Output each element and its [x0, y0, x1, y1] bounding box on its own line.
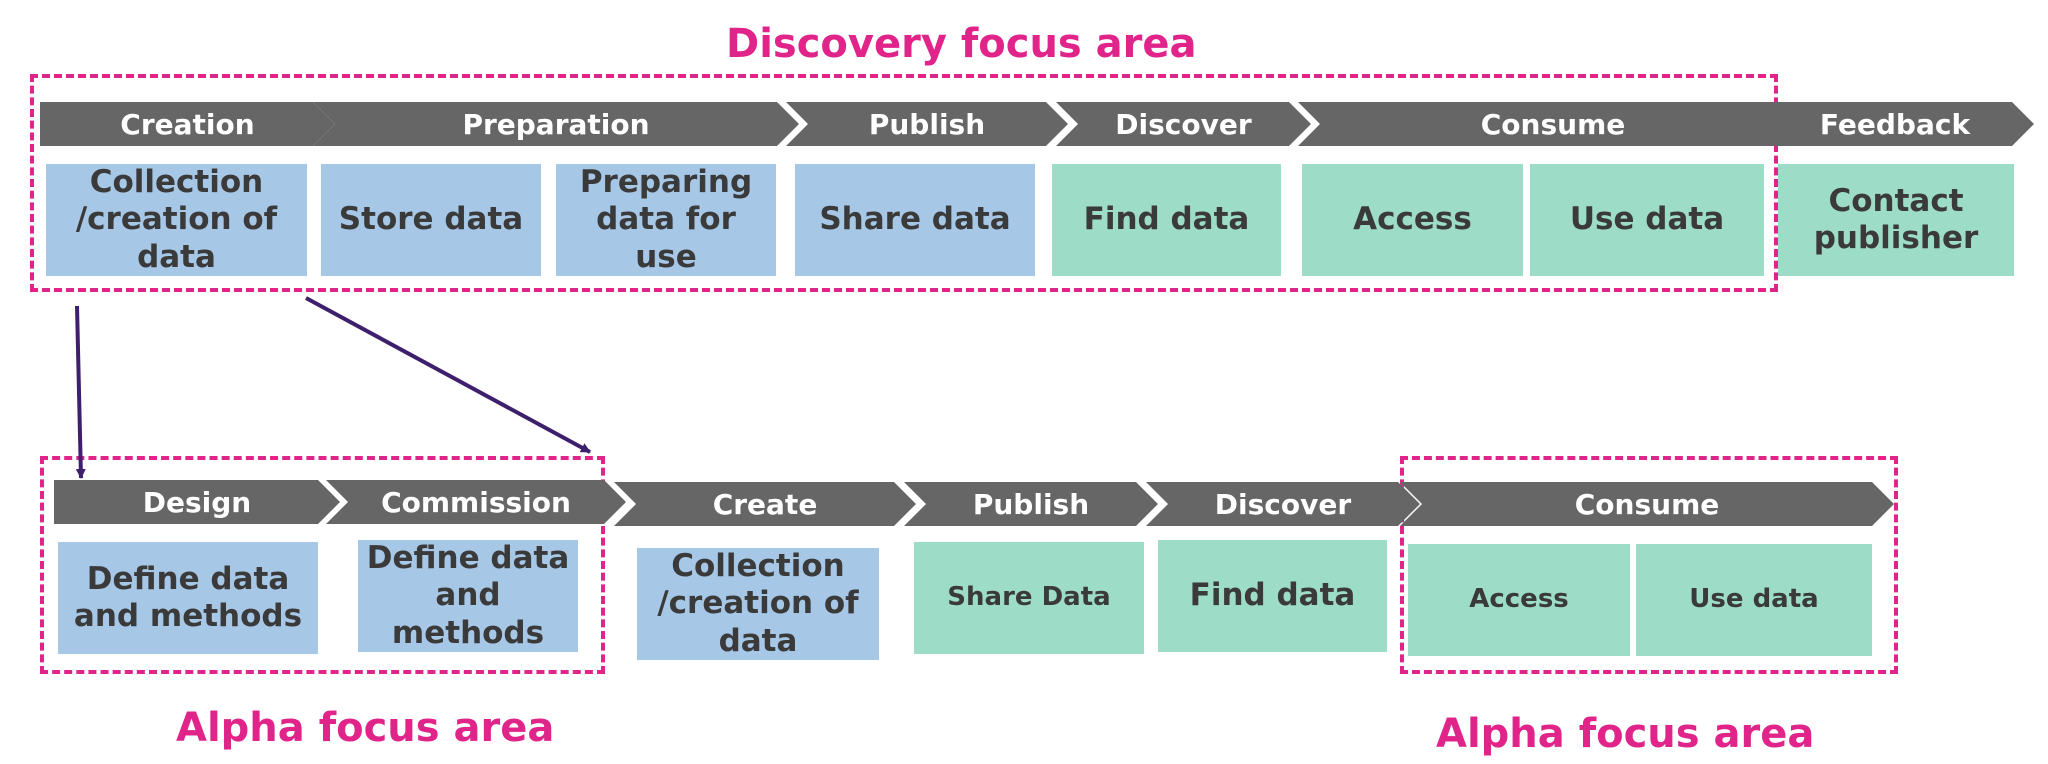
- arrow-creation-to-commission: [305, 296, 591, 454]
- activity-box: Share data: [795, 164, 1035, 276]
- discovery-focus-region: [30, 74, 1778, 292]
- stage-chevron: Publish: [786, 102, 1068, 146]
- stage-chevron: Create: [614, 482, 916, 526]
- stage-chevron: Discover: [1056, 102, 1311, 146]
- stage-chevron: Consume: [1298, 102, 1808, 146]
- stage-chevron: Consume: [1400, 482, 1894, 526]
- activity-box: Share Data: [914, 542, 1144, 654]
- stage-chevron: Publish: [904, 482, 1158, 526]
- stage-chevron: Discover: [1146, 482, 1420, 526]
- stage-chevron: Feedback: [1756, 102, 2034, 146]
- activity-box: Use data: [1530, 164, 1764, 276]
- activity-box: Contact publisher: [1778, 164, 2014, 276]
- stage-chevron: Preparation: [313, 102, 799, 146]
- activity-box: Find data: [1158, 540, 1387, 652]
- alpha-focus-area-title-right: Alpha focus area: [1436, 711, 1815, 757]
- arrow-creation-to-design: [75, 305, 86, 479]
- activity-box: Preparing data for use: [556, 164, 776, 276]
- alpha-focus-region-right: [1400, 456, 1898, 674]
- activity-box: Find data: [1052, 164, 1281, 276]
- activity-box: Define data and methods: [358, 540, 578, 652]
- stage-chevron: Creation: [40, 102, 335, 146]
- activity-box: Store data: [321, 164, 541, 276]
- activity-box: Define data and methods: [58, 542, 318, 654]
- activity-box: Access: [1302, 164, 1523, 276]
- alpha-focus-region-left: [40, 456, 605, 674]
- activity-box: Collection /creation of data: [46, 164, 307, 276]
- activity-box: Use data: [1636, 544, 1872, 656]
- stage-chevron: Design: [54, 480, 340, 524]
- activity-box: Collection /creation of data: [637, 548, 879, 660]
- discovery-focus-area-title: Discovery focus area: [726, 21, 1197, 67]
- stage-chevron: Commission: [326, 480, 626, 524]
- activity-box: Access: [1408, 544, 1630, 656]
- alpha-focus-area-title-left: Alpha focus area: [176, 705, 555, 751]
